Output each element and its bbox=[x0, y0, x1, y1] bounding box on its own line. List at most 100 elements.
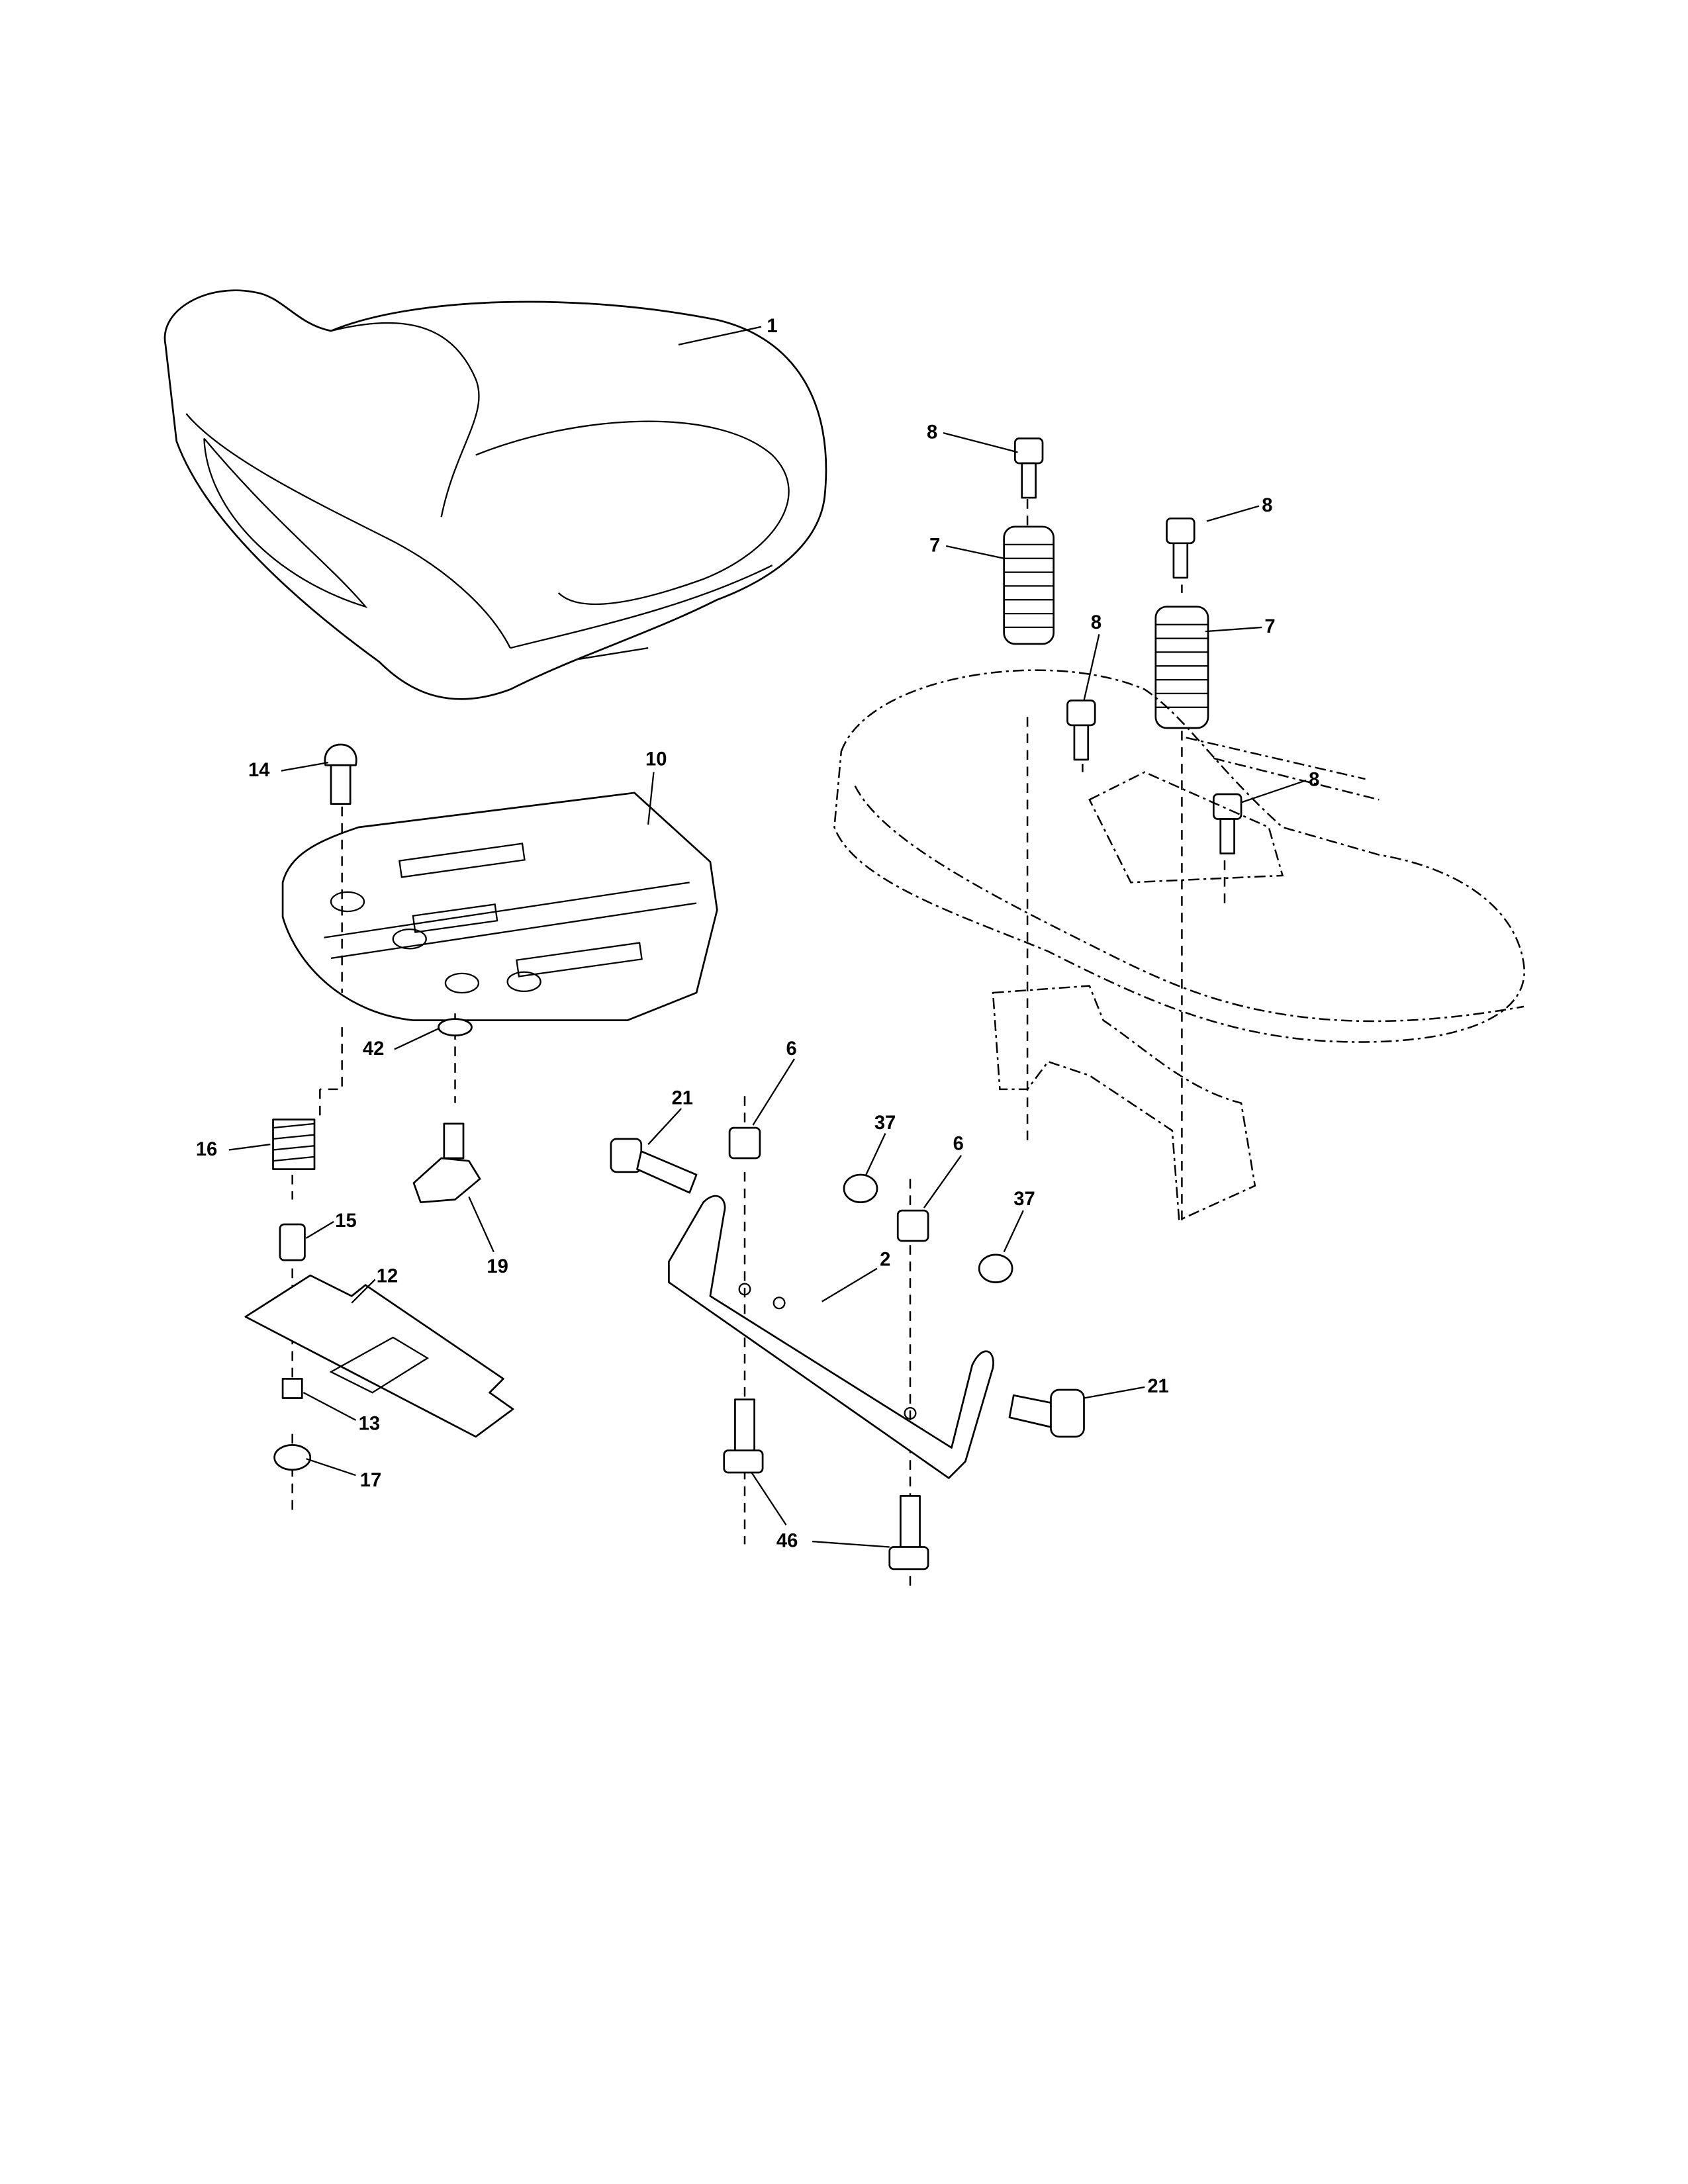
nut-part-37-left bbox=[843, 1173, 878, 1204]
leader-line bbox=[1205, 626, 1262, 633]
callout-number: 8 bbox=[1262, 495, 1272, 516]
callout-19: 19 bbox=[468, 1196, 508, 1277]
callout-number: 21 bbox=[1147, 1376, 1168, 1397]
leader-line bbox=[1241, 780, 1307, 803]
nut-part-13 bbox=[281, 1377, 303, 1399]
callout-labels: 1 8 7 8 7 8 8 14 10 42 6 21 37 6 16 15 19 12 2 37 21 13 17 46 bbox=[196, 316, 1319, 1551]
callout-number: 42 bbox=[363, 1038, 384, 1060]
leader-line bbox=[923, 1155, 962, 1208]
bracket-part-2 bbox=[668, 1195, 994, 1479]
callout-number: 21 bbox=[672, 1088, 693, 1109]
leader-line bbox=[812, 1541, 890, 1548]
leader-line bbox=[751, 1472, 787, 1525]
callout-number: 13 bbox=[359, 1413, 380, 1434]
callout-46: 46 bbox=[751, 1472, 890, 1552]
leader-line bbox=[1083, 634, 1100, 701]
leader-line bbox=[865, 1133, 886, 1175]
callout-number: 6 bbox=[786, 1038, 797, 1060]
washer-part-42 bbox=[438, 1018, 473, 1036]
leader-line bbox=[305, 1220, 334, 1239]
callout-2: 2 bbox=[821, 1250, 890, 1302]
tractor-frame-phantom bbox=[833, 669, 1525, 1222]
callout-10: 10 bbox=[645, 749, 667, 825]
callout-8: 8 bbox=[1206, 495, 1272, 522]
callout-number: 8 bbox=[1091, 612, 1102, 633]
leader-line bbox=[468, 1196, 494, 1253]
leader-line bbox=[228, 1144, 271, 1151]
callout-7: 7 bbox=[929, 535, 1004, 559]
callout-37: 37 bbox=[1003, 1189, 1035, 1253]
plate-part-12 bbox=[244, 1274, 514, 1438]
callout-number: 7 bbox=[929, 535, 940, 556]
bolt-part-46-left bbox=[723, 1398, 764, 1474]
callout-number: 37 bbox=[1013, 1189, 1035, 1210]
callout-number: 15 bbox=[335, 1210, 356, 1232]
callout-6: 6 bbox=[752, 1038, 797, 1126]
bolt-part-46-right bbox=[888, 1495, 929, 1570]
callout-21: 21 bbox=[1084, 1376, 1169, 1399]
leader-line bbox=[306, 1458, 356, 1477]
callout-14: 14 bbox=[248, 760, 329, 781]
leader-line bbox=[394, 1028, 439, 1050]
seat-part-1 bbox=[164, 289, 827, 700]
callout-42: 42 bbox=[363, 1028, 439, 1060]
callout-number: 8 bbox=[1309, 770, 1319, 791]
leader-line bbox=[647, 1108, 682, 1145]
flange-nut-part-17 bbox=[273, 1443, 312, 1471]
callout-21: 21 bbox=[647, 1088, 693, 1145]
lock-nut-part-6-right bbox=[896, 1209, 929, 1242]
callout-16: 16 bbox=[196, 1139, 271, 1160]
callout-number: 46 bbox=[776, 1531, 798, 1552]
leader-line bbox=[1084, 1386, 1145, 1399]
callout-number: 8 bbox=[927, 422, 937, 443]
callout-number: 19 bbox=[487, 1256, 508, 1277]
callout-37: 37 bbox=[865, 1113, 896, 1175]
callout-13: 13 bbox=[303, 1392, 380, 1434]
callout-7: 7 bbox=[1205, 616, 1276, 637]
spring-part-7-right bbox=[1154, 606, 1209, 729]
bolt-part-21-right bbox=[1008, 1388, 1085, 1438]
bolt-part-8-d bbox=[1212, 793, 1243, 854]
leader-line bbox=[945, 545, 1004, 559]
callout-number: 10 bbox=[645, 749, 667, 770]
spacer-part-15 bbox=[279, 1223, 306, 1261]
seat-pan-part-10 bbox=[281, 792, 718, 1022]
callout-number: 6 bbox=[953, 1134, 964, 1155]
leader-line bbox=[303, 1392, 357, 1421]
leader-line bbox=[821, 1267, 878, 1302]
callout-number: 37 bbox=[874, 1113, 896, 1134]
bolt-part-8-a bbox=[1013, 437, 1044, 499]
leader-line bbox=[1206, 505, 1260, 522]
spring-part-7-left bbox=[1003, 525, 1055, 645]
callout-number: 16 bbox=[196, 1139, 217, 1160]
knob-part-19 bbox=[412, 1122, 481, 1204]
carriage-bolt-part-14 bbox=[324, 743, 357, 805]
callout-number: 2 bbox=[880, 1250, 890, 1271]
callout-15: 15 bbox=[305, 1210, 357, 1239]
callout-1: 1 bbox=[678, 316, 778, 345]
leader-line bbox=[647, 772, 655, 825]
callout-number: 12 bbox=[377, 1266, 398, 1287]
callout-8: 8 bbox=[1083, 612, 1102, 701]
nut-part-37-right bbox=[978, 1253, 1013, 1283]
leader-line bbox=[351, 1279, 376, 1304]
bolt-part-8-c bbox=[1066, 699, 1096, 761]
leader-line bbox=[678, 326, 762, 345]
leader-line bbox=[281, 761, 329, 772]
leader-line bbox=[752, 1058, 795, 1126]
callout-12: 12 bbox=[351, 1266, 398, 1304]
bolt-part-8-b bbox=[1166, 517, 1196, 579]
callout-8: 8 bbox=[927, 422, 1018, 453]
callout-number: 1 bbox=[767, 316, 777, 337]
spring-part-16 bbox=[272, 1118, 316, 1171]
leader-line bbox=[943, 432, 1018, 453]
callout-number: 7 bbox=[1264, 616, 1275, 637]
callout-number: 14 bbox=[248, 760, 270, 781]
callout-17: 17 bbox=[306, 1458, 381, 1491]
callout-number: 17 bbox=[360, 1470, 381, 1491]
callout-6: 6 bbox=[923, 1134, 964, 1208]
leader-line bbox=[1003, 1210, 1024, 1253]
callout-8: 8 bbox=[1241, 770, 1319, 803]
